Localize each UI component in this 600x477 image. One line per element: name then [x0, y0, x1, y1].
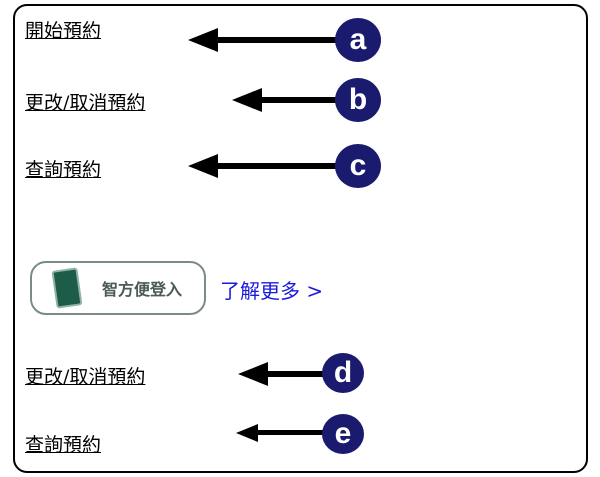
- login-button-label: 智方便登入: [102, 280, 183, 299]
- arrow-b: [258, 97, 348, 103]
- arrow-c-head-icon: [188, 154, 218, 178]
- arrow-c: [215, 163, 345, 169]
- badge-c: c: [335, 144, 381, 188]
- start-booking-link[interactable]: 開始預約: [25, 20, 102, 42]
- learn-more-link[interactable]: 了解更多 >: [220, 279, 324, 303]
- arrow-e: [255, 430, 330, 435]
- arrow-b-head-icon: [232, 88, 262, 112]
- badge-b: b: [335, 78, 381, 122]
- content-frame: [13, 4, 588, 473]
- phone-icon: [51, 267, 83, 309]
- modify-cancel-booking-link[interactable]: 更改/取消預約: [25, 92, 146, 114]
- iamsmart-login-button[interactable]: 智方便登入: [30, 261, 206, 315]
- query-booking-link-2[interactable]: 查詢預約: [25, 434, 102, 456]
- badge-a: a: [335, 18, 381, 62]
- badge-d: d: [322, 353, 364, 393]
- arrow-a-head-icon: [188, 28, 218, 52]
- query-booking-link[interactable]: 查詢預約: [25, 159, 102, 181]
- arrow-d: [262, 371, 332, 377]
- arrow-e-head-icon: [236, 424, 258, 442]
- arrow-a: [215, 37, 345, 43]
- modify-cancel-booking-link-2[interactable]: 更改/取消預約: [25, 366, 146, 388]
- badge-e: e: [322, 414, 364, 454]
